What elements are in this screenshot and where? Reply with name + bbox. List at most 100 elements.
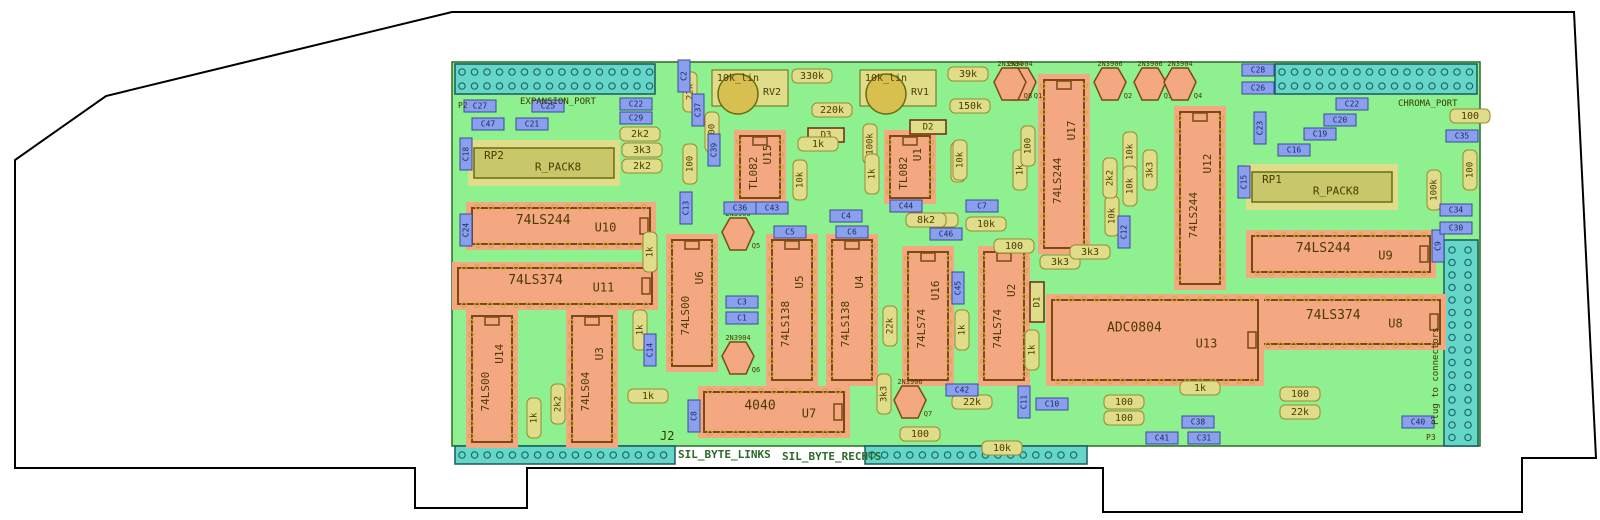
cap-c44-17[interactable] (889, 199, 923, 213)
resistor-6[interactable] (621, 158, 663, 174)
header-p3[interactable] (1443, 239, 1479, 447)
resistor-34[interactable] (1103, 410, 1145, 426)
cap-c25-0[interactable] (531, 99, 565, 113)
ic-u7[interactable] (698, 386, 850, 438)
cap-c21-3[interactable] (515, 117, 549, 131)
resistor-37[interactable] (1279, 404, 1321, 420)
header-chroma-port[interactable] (1274, 63, 1478, 95)
ic-u17[interactable] (1038, 74, 1090, 254)
cap-c7-18[interactable] (965, 199, 999, 213)
resistor-27[interactable] (981, 440, 1023, 456)
cap-c18-6[interactable] (459, 137, 473, 171)
ic-u10[interactable] (466, 202, 656, 250)
resistor-15[interactable] (965, 216, 1007, 232)
cap-c26-28[interactable] (1241, 81, 1275, 95)
cap-c22-2[interactable] (619, 97, 653, 111)
resistor-11[interactable] (792, 159, 808, 201)
resistor-23[interactable] (1069, 244, 1111, 260)
cap-c42-25[interactable] (945, 383, 979, 397)
resistor-29[interactable] (1179, 380, 1221, 396)
cap-c37-12[interactable] (691, 93, 705, 127)
cap-c39-13[interactable] (707, 133, 721, 167)
resistor-19[interactable] (1142, 149, 1158, 191)
diode-d2[interactable] (909, 119, 947, 135)
resistor-1[interactable] (811, 102, 853, 118)
ic-u12[interactable] (1174, 106, 1226, 290)
resistor-42[interactable] (954, 309, 970, 351)
cap-c13-9[interactable] (679, 191, 693, 225)
resistor-28[interactable] (1103, 394, 1145, 410)
cap-c31-41[interactable] (1187, 431, 1221, 445)
cap-c2-44[interactable] (677, 59, 691, 93)
resistor-25[interactable] (627, 388, 669, 404)
resistor-39[interactable] (526, 397, 542, 439)
resistor-32[interactable] (1426, 169, 1442, 211)
cap-c24-7[interactable] (459, 213, 473, 247)
cap-c23-29[interactable] (1253, 111, 1267, 145)
resistor-7[interactable] (797, 136, 839, 152)
cap-c12-37[interactable] (1117, 215, 1131, 249)
cap-c20-31[interactable] (1323, 113, 1357, 127)
resistor-13[interactable] (1039, 254, 1081, 270)
cap-c45-20[interactable] (951, 271, 965, 305)
cap-c47-4[interactable] (471, 117, 505, 131)
ic-u2[interactable] (978, 246, 1030, 386)
resistor-5[interactable] (621, 142, 663, 158)
cap-c9-36[interactable] (1431, 229, 1445, 263)
resistor-48[interactable] (1122, 165, 1138, 207)
cap-c22-30[interactable] (1335, 97, 1369, 111)
ic-u14[interactable] (466, 310, 518, 448)
diode-d1[interactable] (1029, 281, 1045, 323)
resistor-38[interactable] (882, 305, 898, 347)
cap-c15-34[interactable] (1237, 165, 1251, 199)
resistor-20[interactable] (1449, 108, 1491, 124)
transistor-q6[interactable] (721, 341, 755, 375)
cap-c30-43[interactable] (1439, 221, 1473, 235)
cap-c28-27[interactable] (1241, 63, 1275, 77)
resistor-21[interactable] (1024, 329, 1040, 371)
ic-u8[interactable] (1256, 294, 1446, 350)
ic-u15[interactable] (734, 130, 786, 204)
header-sil-links[interactable] (454, 445, 676, 465)
resistor-40[interactable] (550, 383, 566, 425)
cap-c3-21[interactable] (725, 295, 759, 309)
ic-u13[interactable] (1046, 294, 1264, 386)
resistor-3[interactable] (949, 98, 991, 114)
cap-c43-11[interactable] (755, 201, 789, 215)
resistor-4[interactable] (619, 126, 661, 142)
cap-c29-5[interactable] (619, 111, 653, 125)
cap-c5-15[interactable] (773, 225, 807, 239)
transistor-q8[interactable] (993, 67, 1027, 101)
ic-u9[interactable] (1246, 230, 1436, 278)
cap-c34-42[interactable] (1439, 203, 1473, 217)
transistor-q7[interactable] (893, 385, 927, 419)
cap-c38-39[interactable] (1181, 415, 1215, 429)
ic-u5[interactable] (766, 234, 818, 386)
cap-c11-24[interactable] (1017, 385, 1031, 419)
resistor-35[interactable] (993, 238, 1035, 254)
ic-u16[interactable] (902, 246, 954, 386)
resistor-0[interactable] (791, 68, 833, 84)
resistor-9[interactable] (642, 231, 658, 273)
cap-c19-32[interactable] (1303, 127, 1337, 141)
cap-c8-23[interactable] (687, 399, 701, 433)
resistor-31[interactable] (952, 139, 968, 181)
cap-c27-1[interactable] (463, 99, 497, 113)
cap-c41-40[interactable] (1145, 431, 1179, 445)
ic-u4[interactable] (826, 234, 878, 386)
cap-c10-26[interactable] (1035, 397, 1069, 411)
resistor-47[interactable] (905, 212, 947, 228)
cap-c6-16[interactable] (835, 225, 869, 239)
resistor-17[interactable] (1020, 125, 1036, 167)
resistor-41[interactable] (876, 373, 892, 415)
cap-c40-38[interactable] (1401, 415, 1435, 429)
cap-c46-19[interactable] (929, 227, 963, 241)
resistor-33[interactable] (1462, 149, 1478, 191)
resistor-24[interactable] (1102, 157, 1118, 199)
transistor-q2[interactable] (1093, 67, 1127, 101)
cap-c4-14[interactable] (829, 209, 863, 223)
transistor-q5[interactable] (721, 217, 755, 251)
cap-c14-8[interactable] (643, 333, 657, 367)
resistor-2[interactable] (947, 66, 989, 82)
cap-c1-22[interactable] (725, 311, 759, 325)
